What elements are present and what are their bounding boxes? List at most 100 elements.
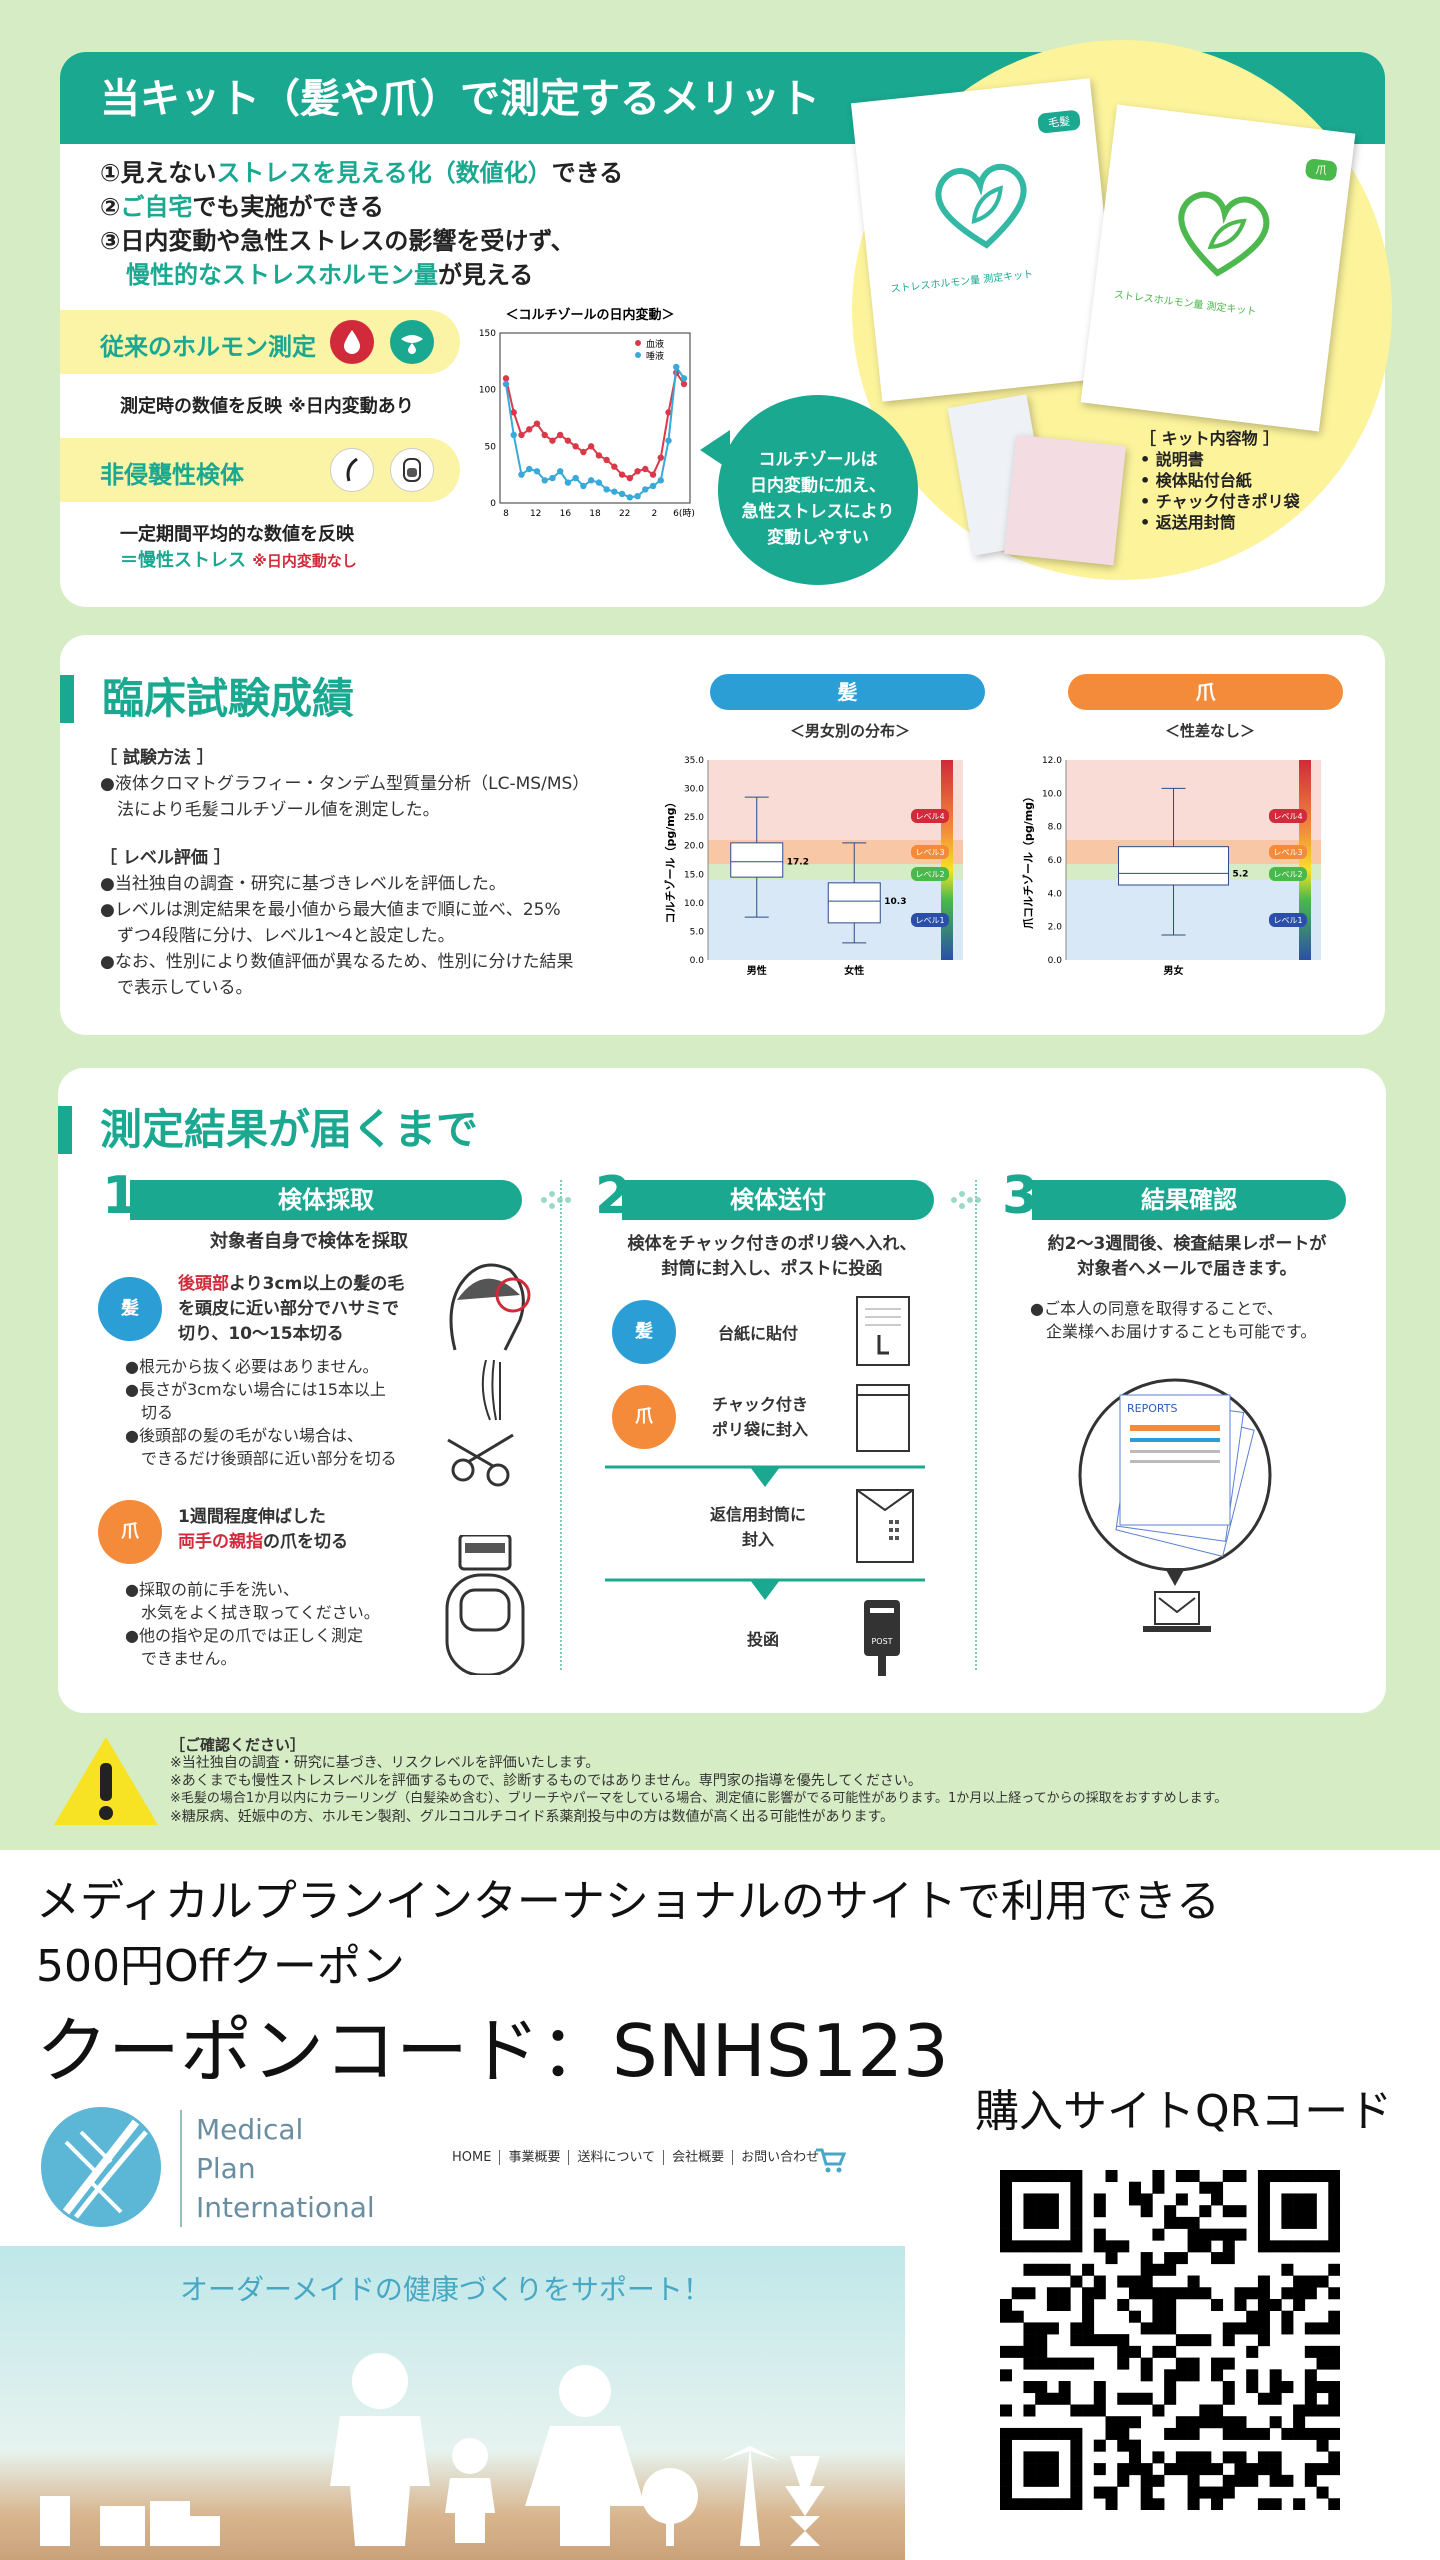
- no-diurnal-label: ※日内変動なし: [252, 552, 357, 570]
- step2-header: 検体送付: [622, 1180, 934, 1220]
- kit-contents-title: ［ キット内容物 ］: [1140, 429, 1280, 448]
- qr-module: [1257, 2275, 1270, 2288]
- confirm-heading: ［ご確認ください］: [170, 1736, 306, 1754]
- qr-module: [1257, 2216, 1270, 2229]
- level-badge: [1269, 845, 1307, 859]
- qr-module: [1140, 2498, 1153, 2510]
- step2-envelope-label: 返信用封筒に 封入: [710, 1502, 806, 1552]
- qr-module: [1281, 2205, 1294, 2218]
- qr-module: [1011, 2498, 1024, 2510]
- qr-label: 購入サイトQRコード: [975, 2086, 1393, 2137]
- qr-module: [1023, 2404, 1036, 2417]
- qr-module: [1117, 2334, 1130, 2347]
- qr-module: [1023, 2463, 1036, 2476]
- envelope-line: 封入: [742, 1530, 775, 1549]
- nav-business[interactable]: 事業概要: [500, 2150, 570, 2165]
- zip-bag-icon: [856, 1384, 910, 1452]
- qr-module: [1058, 2170, 1071, 2183]
- nail-box-chart: 爪コルチゾール（pg/mg）0.02.04.06.08.010.012.05.2…: [1021, 756, 1321, 977]
- qr-module: [1293, 2216, 1306, 2229]
- qr-module: [1128, 2451, 1141, 2464]
- qr-module: [1105, 2416, 1118, 2429]
- qr-module: [1035, 2474, 1048, 2487]
- qr-module: [1175, 2287, 1188, 2300]
- qr-module: [1128, 2193, 1141, 2206]
- qr-module: [1000, 2170, 1013, 2183]
- qr-module: [1000, 2228, 1013, 2241]
- nav-home[interactable]: HOME: [444, 2150, 501, 2165]
- box: [730, 842, 784, 878]
- y-axis-label: 爪コルチゾール（pg/mg）: [1021, 791, 1035, 929]
- qr-module: [1011, 2427, 1024, 2440]
- data-point: [549, 474, 556, 482]
- qr-module: [1246, 2474, 1259, 2487]
- qr-module: [1199, 2228, 1212, 2241]
- qr-module: [1304, 2345, 1317, 2358]
- qr-module: [1199, 2451, 1212, 2464]
- qr-module: [1046, 2322, 1059, 2335]
- data-point: [572, 443, 579, 450]
- qr-module: [1293, 2205, 1306, 2218]
- clinical-title: 臨床試験成績: [60, 675, 354, 723]
- qr-module: [1304, 2275, 1317, 2288]
- y-tick-label: 15.0: [684, 870, 704, 880]
- step3-note: ●ご本人の同意を取得することで、 企業様へお届けすることも可能です。: [1030, 1297, 1316, 1343]
- qr-module: [1328, 2345, 1340, 2358]
- qr-module: [1164, 2205, 1177, 2218]
- qr-module: [1046, 2463, 1059, 2476]
- qr-module: [1222, 2252, 1235, 2265]
- qr-module: [1269, 2369, 1282, 2382]
- qr-module: [1199, 2240, 1212, 2253]
- data-point: [580, 448, 587, 456]
- qr-module: [1222, 2228, 1235, 2241]
- hair-subtitle: ＜男女別の分布＞: [790, 722, 911, 740]
- qr-module: [1281, 2474, 1294, 2487]
- nail-instruction: 1週間程度伸ばした 両手の親指の爪を切る: [178, 1505, 348, 1555]
- qr-module: [1023, 2474, 1036, 2487]
- level-band-4: [708, 760, 963, 840]
- level-badge: [911, 809, 949, 823]
- hair-instr-line: 切り、10～15本切る: [178, 1324, 344, 1344]
- data-point: [665, 437, 672, 444]
- qr-module: [1269, 2474, 1282, 2487]
- qr-module: [1304, 2427, 1317, 2440]
- nav-company[interactable]: 会社概要: [664, 2150, 734, 2165]
- qr-module: [1222, 2427, 1235, 2440]
- purchase-qr-code[interactable]: [1000, 2170, 1340, 2510]
- legend-marker: [635, 352, 641, 358]
- qr-module: [1328, 2463, 1340, 2476]
- qr-module: [1246, 2427, 1259, 2440]
- cortisol-bubble: コルチゾールは 日内変動に加え、 急性ストレスにより 変動しやすい: [718, 395, 918, 585]
- qr-module: [1105, 2427, 1118, 2440]
- nav-contact[interactable]: お問い合わせ: [741, 2150, 820, 2165]
- coupon-code[interactable]: クーポンコード：SNHS123: [36, 2009, 949, 2093]
- y-tick-label: 25.0: [684, 813, 704, 823]
- qr-module: [1152, 2181, 1165, 2194]
- qr-module: [1117, 2416, 1130, 2429]
- data-point: [502, 375, 510, 382]
- qr-module: [1070, 2170, 1083, 2183]
- heart-leaf-icon: [1178, 191, 1270, 277]
- step2-bag-label: チャック付き ポリ袋に封入: [712, 1392, 808, 1442]
- step3-sub-line: 対象者へメールで届きます。: [1077, 1259, 1297, 1279]
- thumb-label: 両手の親指: [178, 1532, 263, 1552]
- cart-icon[interactable]: [814, 2146, 846, 2174]
- qr-module: [1093, 2334, 1106, 2347]
- qr-module: [1023, 2170, 1036, 2183]
- step1-header: 検体採取: [130, 1180, 522, 1220]
- qr-module: [1164, 2381, 1177, 2394]
- data-point: [564, 437, 572, 444]
- nail-instr-line: 1週間程度伸ばした: [178, 1507, 326, 1527]
- data-point: [502, 380, 510, 388]
- qr-module: [1046, 2263, 1059, 2276]
- qr-module: [1199, 2463, 1212, 2476]
- data-point: [572, 474, 579, 482]
- qr-module: [1164, 2216, 1177, 2229]
- qr-module: [1281, 2427, 1294, 2440]
- qr-module: [1175, 2416, 1188, 2429]
- level-line: ●なお、性別により数値評価が異なるため、性別に分けた結果: [100, 952, 574, 972]
- nav-shipping[interactable]: 送料について: [569, 2150, 665, 2165]
- y-tick-label: 150: [479, 329, 496, 339]
- kit-nail-tag: 爪: [1304, 158, 1338, 182]
- x-tick-label: 6(時): [673, 508, 695, 519]
